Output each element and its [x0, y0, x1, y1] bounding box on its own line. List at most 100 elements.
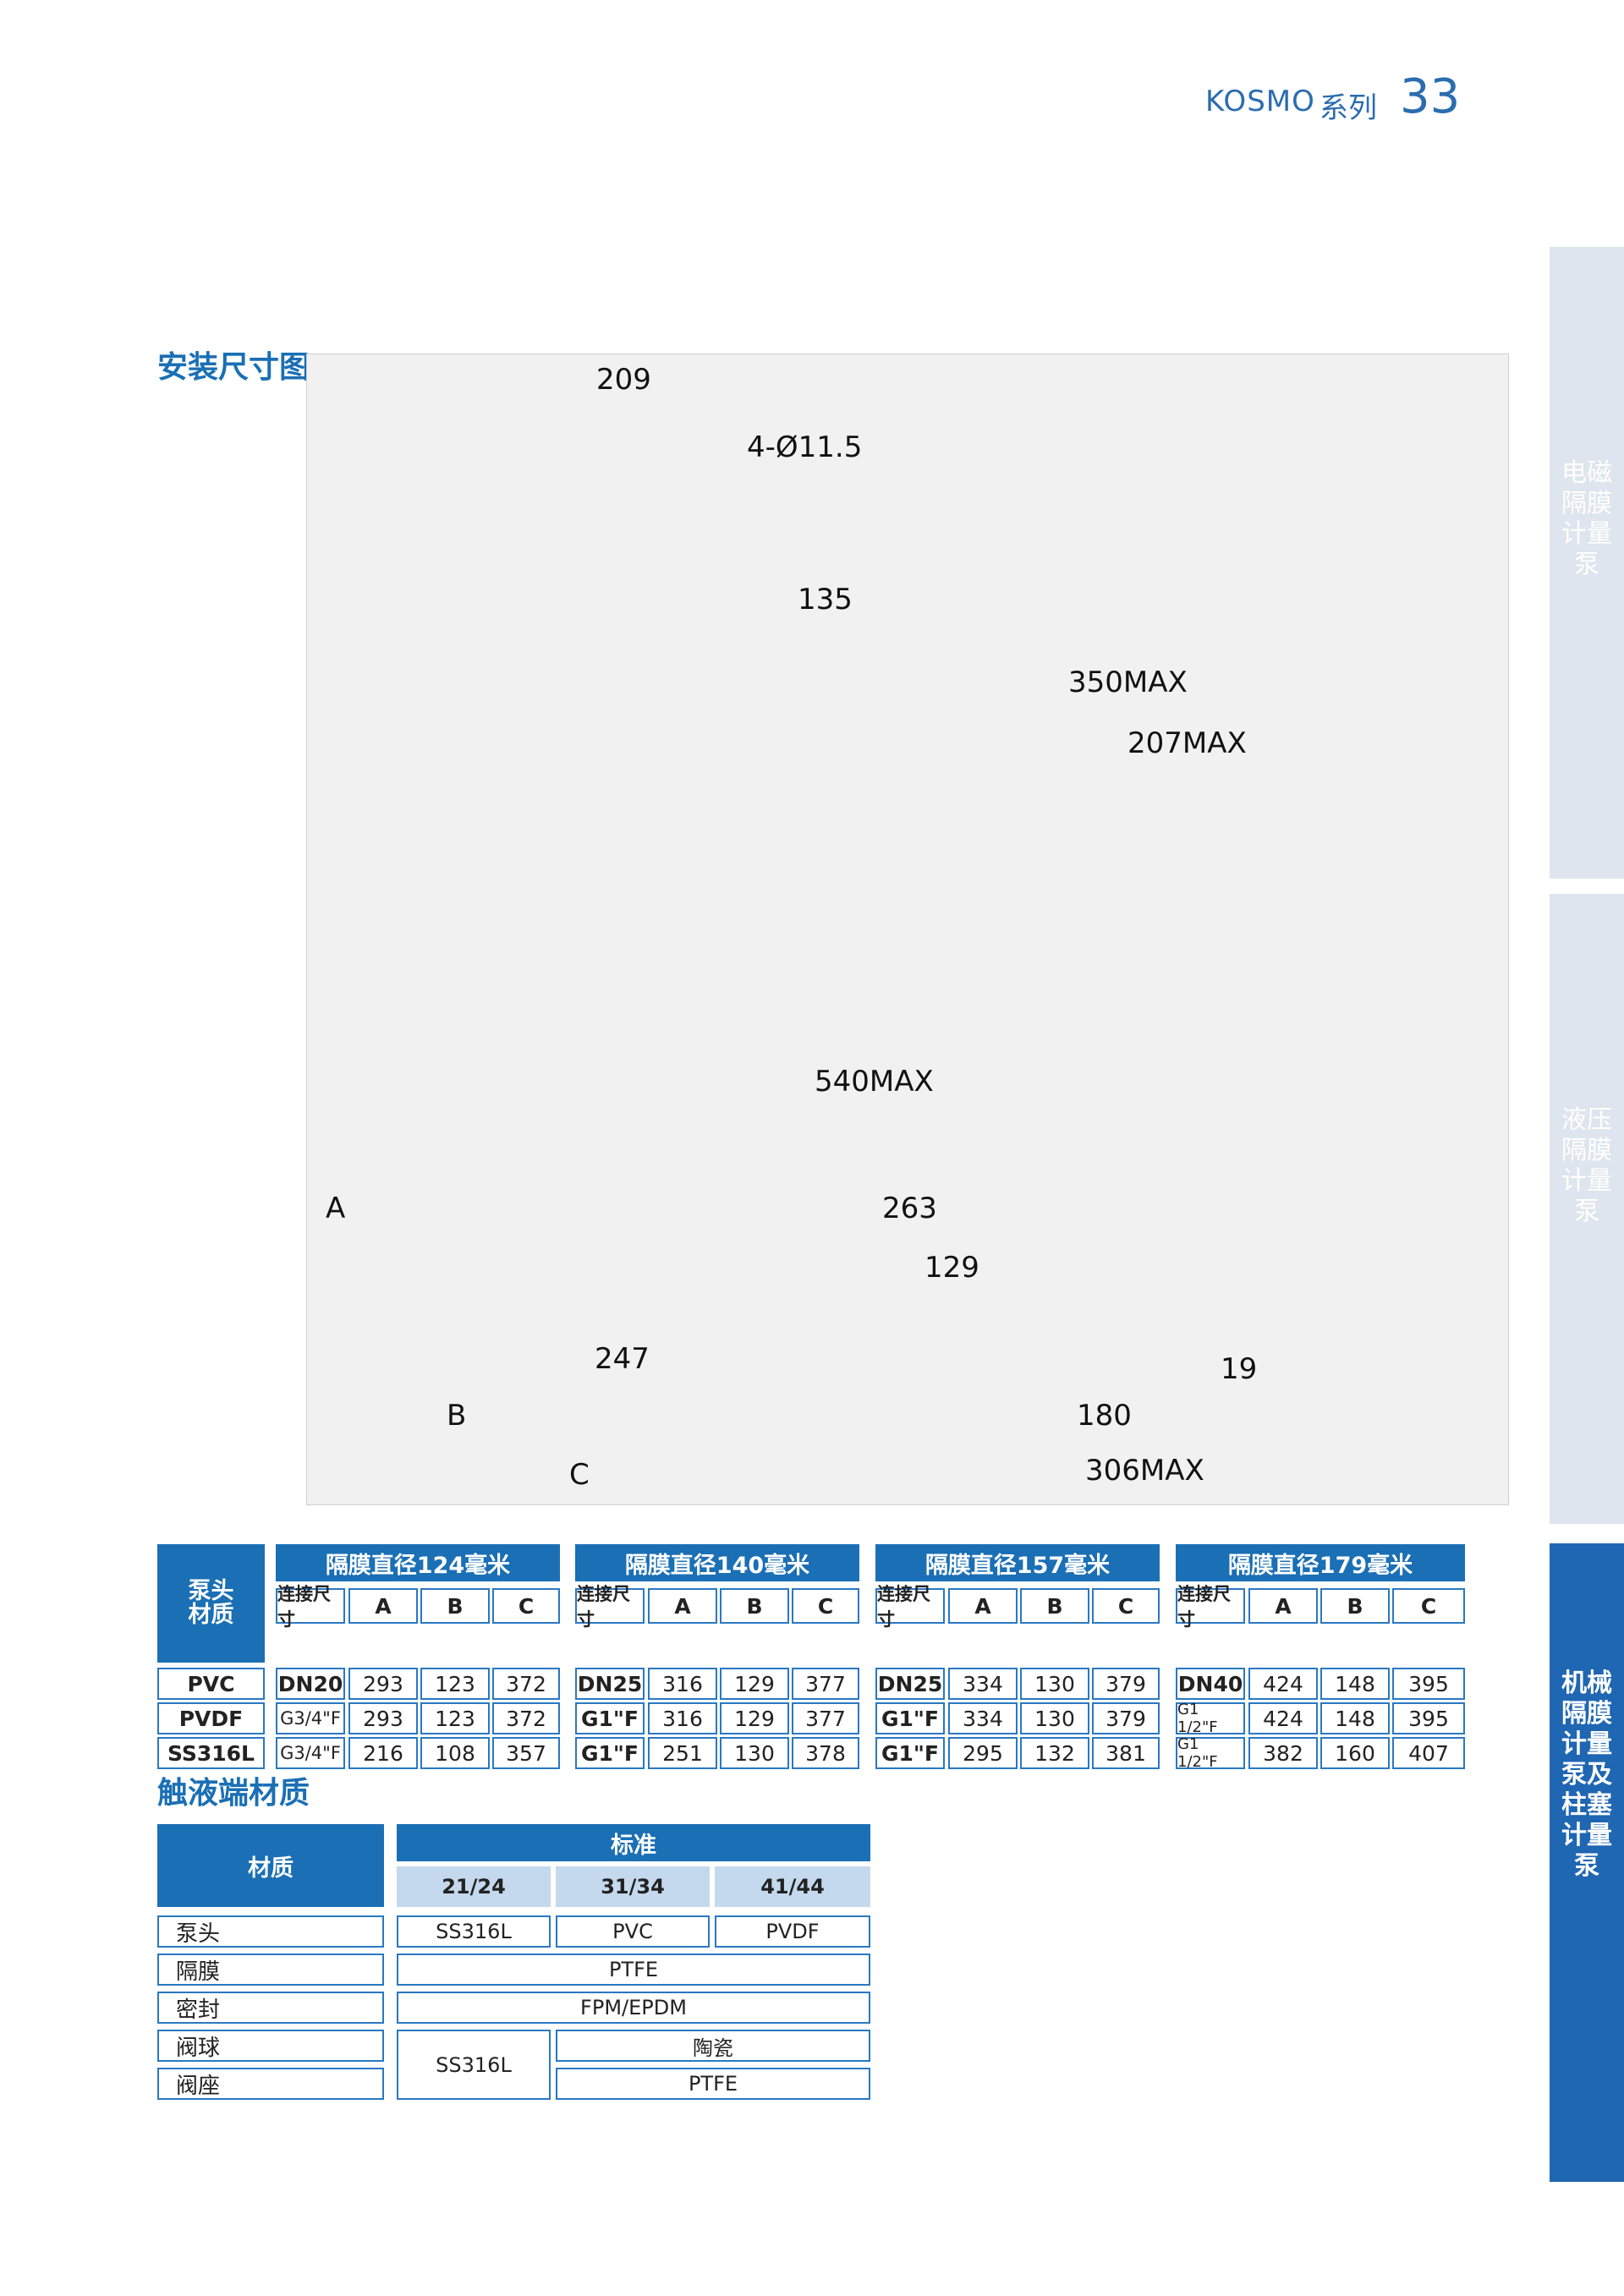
col-header: C [492, 1588, 560, 1624]
table-cell: DN25 [575, 1668, 645, 1700]
col-header: A [1248, 1588, 1318, 1624]
row-label-diaphragm: 隔膜 [157, 1954, 384, 1986]
table-cell: G1"F [875, 1737, 945, 1769]
group-title: 隔膜直径179毫米 [1176, 1544, 1465, 1581]
table-cell: 334 [948, 1668, 1018, 1700]
table-cell: 123 [420, 1668, 490, 1700]
row-label-valve-seat: 阀座 [157, 2068, 384, 2100]
table-cell: G1"F [575, 1702, 645, 1734]
table-cell: 216 [348, 1737, 418, 1769]
dim-label: 209 [596, 363, 651, 397]
dimension-table: 泵头 材质 PVC PVDF SS316L 隔膜直径124毫米 连接尺寸 A B… [157, 1544, 1465, 1771]
table-cell: 316 [648, 1702, 717, 1734]
row-label-pvc: PVC [157, 1668, 265, 1700]
row-label-seal: 密封 [157, 1992, 384, 2024]
sidebar-tab-mechanical[interactable]: 机械隔膜计量泵及柱塞计量泵 [1550, 1543, 1624, 2182]
table-cell: G1"F [575, 1737, 645, 1769]
table-cell: G1 1/2"F [1176, 1701, 1245, 1736]
table-cell: DN40 [1176, 1668, 1245, 1700]
dim-label: B [447, 1399, 467, 1433]
table-cell: 295 [948, 1737, 1018, 1769]
install-drawing-title: 安装尺寸图 [157, 350, 310, 385]
col-header: B [1020, 1588, 1089, 1624]
group-title: 隔膜直径140毫米 [575, 1544, 859, 1581]
material-cell: PTFE [397, 1954, 870, 1986]
table-cell: 130 [1020, 1702, 1089, 1734]
sub-col-header: 31/34 [556, 1866, 710, 1907]
col-header: 连接尺寸 [1176, 1584, 1245, 1630]
table-cell: 372 [492, 1668, 560, 1700]
table-cell: 424 [1248, 1702, 1318, 1734]
sidebar-tab-hydraulic[interactable]: 液压隔膜计量泵 [1550, 894, 1624, 1524]
dim-label: 350MAX [1068, 666, 1188, 699]
material-cell: FPM/EPDM [397, 1992, 870, 2024]
material-cell: PVC [556, 1915, 710, 1948]
sub-col-header: 41/44 [715, 1866, 870, 1907]
table-cell: 379 [1092, 1702, 1160, 1734]
material-cell: PTFE [556, 2068, 870, 2100]
sub-col-header: 21/24 [397, 1866, 551, 1907]
table-cell: G3/4"F [276, 1702, 345, 1734]
dim-label: 247 [595, 1342, 650, 1376]
sidebar-tab-electromagnetic[interactable]: 电磁隔膜计量泵 [1550, 247, 1624, 879]
row-label-pump-head: 泵头 [157, 1915, 384, 1948]
col-header: A [348, 1588, 418, 1624]
table-cell: 293 [348, 1702, 418, 1734]
table-cell: 381 [1092, 1737, 1160, 1769]
dim-label: A [326, 1192, 346, 1225]
material-cell: SS316L [397, 2030, 551, 2100]
col-header: 连接尺寸 [276, 1584, 345, 1630]
col-header: A [648, 1588, 717, 1624]
col-header: B [720, 1588, 789, 1624]
group-title: 隔膜直径124毫米 [276, 1544, 560, 1581]
table-cell: 357 [492, 1737, 560, 1769]
table-cell: 123 [420, 1702, 490, 1734]
table-cell: 379 [1092, 1668, 1160, 1700]
dim-label: 306MAX [1085, 1454, 1204, 1488]
sidebar-tab-label: 机械隔膜计量泵及柱塞计量泵 [1561, 1669, 1612, 1881]
table-cell: 130 [1020, 1668, 1089, 1700]
table-cell: 132 [1020, 1737, 1089, 1769]
material-cell: 陶瓷 [556, 2030, 870, 2062]
material-corner-header: 材质 [157, 1824, 384, 1907]
dim-label: 180 [1077, 1399, 1132, 1433]
table-cell: G1 1/2"F [1176, 1735, 1245, 1771]
material-cell: SS316L [397, 1915, 551, 1948]
table-cell: 251 [648, 1737, 717, 1769]
table-cell: 129 [720, 1702, 789, 1734]
table-cell: 377 [792, 1702, 859, 1734]
table-cell: 108 [420, 1737, 490, 1769]
standard-header: 标准 [397, 1824, 870, 1861]
table-cell: G1"F [875, 1702, 945, 1734]
col-header: A [948, 1588, 1018, 1624]
row-label-valve-ball: 阀球 [157, 2030, 384, 2062]
table-cell: 424 [1248, 1668, 1318, 1700]
table-cell: 377 [792, 1668, 859, 1700]
dim-label: 4-Ø11.5 [747, 430, 863, 464]
group-title: 隔膜直径157毫米 [875, 1544, 1160, 1581]
table-cell: DN25 [875, 1668, 945, 1700]
table-cell: DN20 [276, 1668, 345, 1700]
col-header: C [1392, 1588, 1465, 1624]
table-cell: 130 [720, 1737, 789, 1769]
dim-label: 207MAX [1127, 726, 1247, 760]
material-section-title: 触液端材质 [157, 1776, 310, 1811]
table-cell: 129 [720, 1668, 789, 1700]
sidebar-tab-label: 电磁隔膜计量泵 [1561, 458, 1612, 579]
row-label-pvdf: PVDF [157, 1702, 265, 1734]
col-header: 连接尺寸 [875, 1584, 945, 1630]
table-cell: 148 [1320, 1668, 1390, 1700]
sidebar-tab-label: 液压隔膜计量泵 [1561, 1105, 1612, 1226]
table-cell: 407 [1392, 1737, 1465, 1769]
table-cell: 382 [1248, 1737, 1318, 1769]
material-cell: PVDF [715, 1915, 870, 1948]
dim-label: 129 [924, 1251, 979, 1285]
table-cell: 378 [792, 1737, 859, 1769]
dim-label: 540MAX [815, 1065, 934, 1099]
installation-dimension-drawing: 209 4-Ø11.5 135 350MAX 207MAX 540MAX 263… [306, 353, 1509, 1505]
table-cell: 372 [492, 1702, 560, 1734]
material-table: 材质 标准 21/24 31/34 41/44 泵头 SS316L PVC PV… [157, 1824, 870, 2103]
col-header: C [1092, 1588, 1160, 1624]
dim-label: 263 [882, 1192, 937, 1225]
table-cell: 395 [1392, 1668, 1465, 1700]
